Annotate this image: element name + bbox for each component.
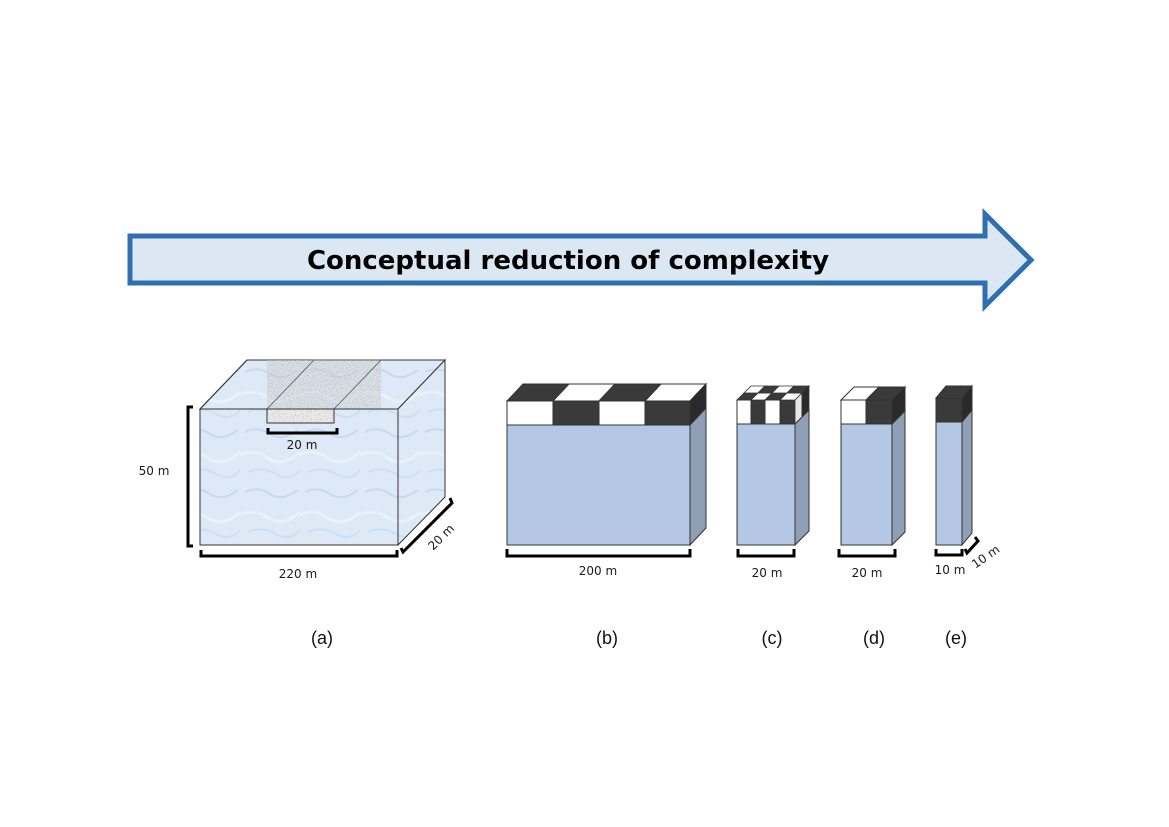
gravel-channel-top [267,360,381,409]
cell-dark [552,400,600,426]
width-bracket-d [837,549,897,558]
width-label-c: 20 m [752,566,783,580]
width-label-b: 200 m [579,564,617,578]
width-label-a: 220 m [279,567,317,581]
column-body-e [935,421,963,546]
depth-bracket-e [963,536,980,556]
column-side-b [689,406,707,547]
height-bracket-a [186,405,193,548]
panel-c-block: 20 m [736,385,810,580]
panel-d-block: 20 m [837,385,907,580]
width-label-e: 10 m [935,563,966,577]
cell-dark [750,399,766,425]
column-body-d [840,423,893,546]
cell-white [736,399,752,425]
panel-e-block: 10 m 10 m [934,384,1002,577]
channel-bracket-a [266,428,339,435]
width-bracket-b [505,549,692,558]
width-label-d: 20 m [852,566,883,580]
cell-dark [935,397,963,423]
complexity-arrow: Conceptual reduction of complexity [127,207,1035,313]
column-side-e [961,408,973,547]
width-bracket-c [736,549,796,558]
width-bracket-a [199,550,399,558]
cell-dark [779,399,796,425]
panel-b-block: 200 m [505,382,708,578]
cell-white [764,399,781,425]
arrow-shape [127,207,1035,313]
cell-white [506,400,554,426]
channel-label-a: 20 m [287,438,318,452]
block-a-front-face [199,408,399,546]
panel-label-d: (d) [863,628,885,648]
cell-white [840,399,867,425]
cell-dark [865,399,893,425]
gravel-channel-front [266,408,335,424]
column-side-d [891,409,906,547]
column-body-b [506,424,691,546]
cell-white [598,400,646,426]
height-label-a: 50 m [139,464,170,478]
cell-dark [644,400,691,426]
panel-label-a: (a) [311,628,333,648]
depth-bracket-a [399,497,454,555]
width-bracket-e [934,549,964,557]
column-body-c [736,423,796,546]
column-side-c [794,408,810,547]
arrow-title: Conceptual reduction of complexity [307,246,829,276]
panel-label-e: (e) [945,628,967,648]
panel-label-c: (c) [762,628,783,648]
panel-label-b: (b) [596,628,618,648]
panel-a-block: 50 m 220 m 20 m 20 m [139,358,457,581]
